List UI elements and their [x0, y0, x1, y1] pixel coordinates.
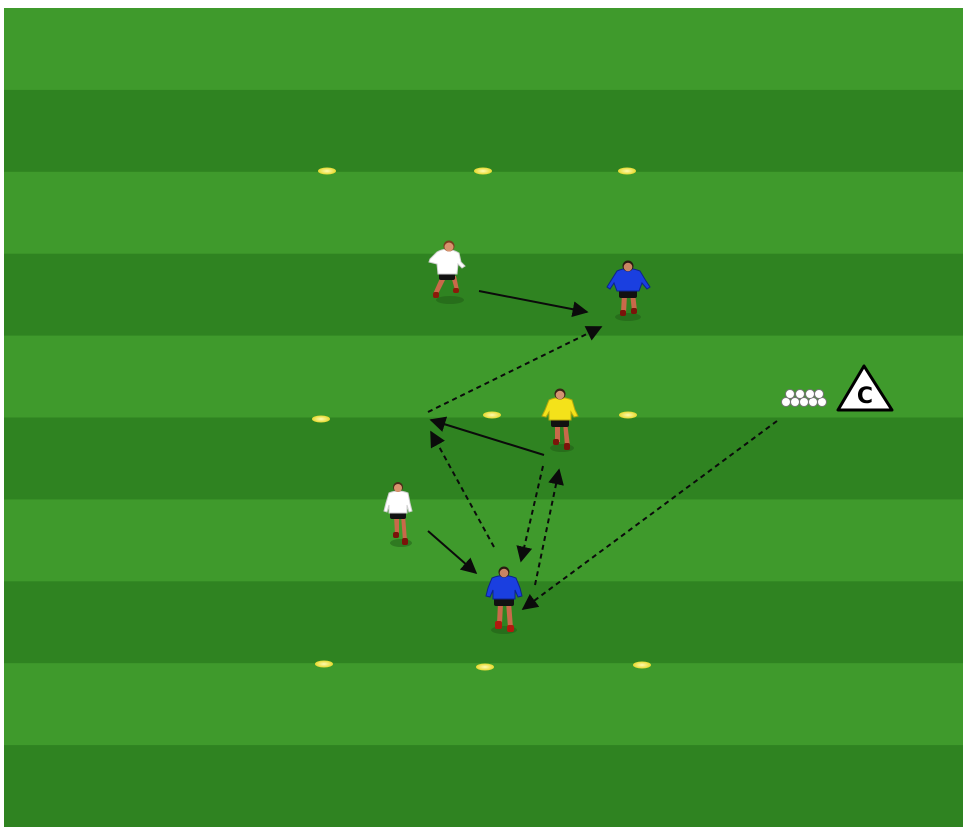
pitch-stripe — [4, 171, 963, 255]
cone — [476, 663, 494, 671]
cone — [474, 167, 492, 175]
pass-arrow — [516, 465, 544, 563]
pitch-stripe — [4, 253, 963, 337]
players — [383, 240, 651, 634]
pass-arrow — [534, 468, 564, 586]
pitch-stripe — [4, 89, 963, 173]
pass-arrow — [430, 430, 495, 548]
run-arrow — [427, 530, 478, 575]
player-blue-bottom — [485, 566, 523, 634]
pitch-stripe — [4, 499, 963, 582]
pitch-stripe — [4, 581, 963, 664]
spare-balls-icon — [781, 389, 827, 407]
cone-markers — [312, 167, 651, 671]
pitch-stripe — [4, 8, 963, 91]
coach-area: C — [781, 364, 894, 412]
run-arrow — [478, 290, 589, 318]
pass-arrow — [521, 420, 778, 610]
pitch-stripe — [4, 417, 963, 500]
pitch-stripe — [4, 663, 963, 746]
cone — [633, 661, 651, 669]
player-yellow-middle — [541, 388, 579, 452]
cone — [312, 415, 330, 423]
player-white-bottom — [383, 482, 413, 547]
cone — [619, 411, 637, 419]
player-blue-top — [606, 260, 651, 321]
cone — [318, 167, 336, 175]
cone — [483, 411, 501, 419]
movement-arrows — [427, 290, 778, 610]
pitch-stripe — [4, 745, 963, 827]
player-white-top — [428, 240, 466, 304]
cone — [618, 167, 636, 175]
cone — [315, 660, 333, 668]
coach-label: C — [857, 384, 873, 409]
run-arrow — [429, 416, 545, 456]
coach-triangle-icon: C — [836, 364, 894, 412]
